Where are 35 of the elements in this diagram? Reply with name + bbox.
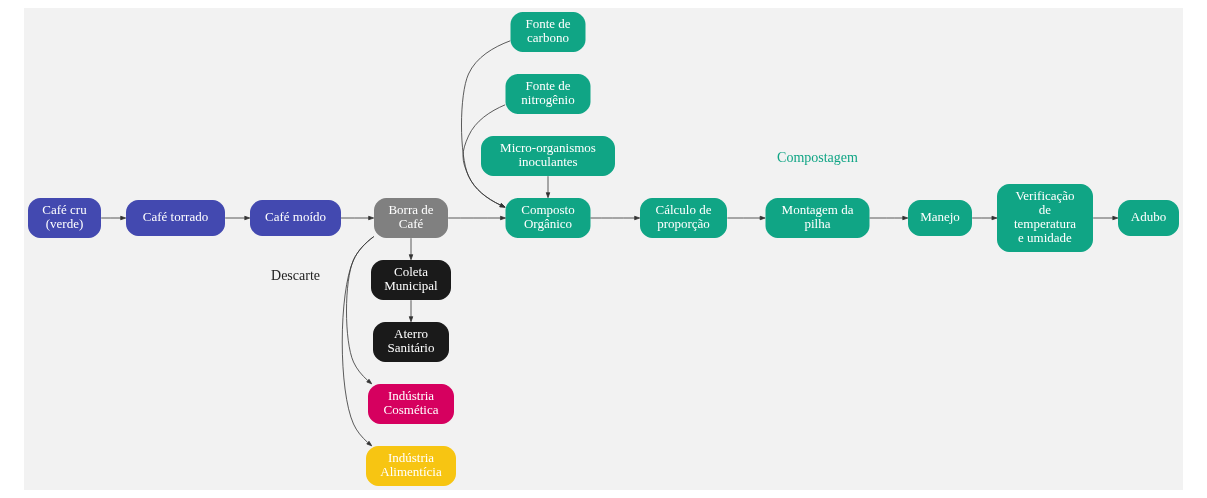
label: Compostagem [777,149,858,165]
node-box: Verificação de temperatura e umidade [997,184,1093,252]
arrow [341,236,375,447]
arrow [224,215,251,221]
arrow [726,215,766,221]
node-box: Café torrado [126,200,225,236]
arrow [408,299,414,323]
arrow [100,215,127,221]
node-box: Micro-organismos inoculantes [481,136,615,176]
arrow [869,215,909,221]
arrow [1092,215,1119,221]
arrow [340,215,375,221]
arrow [590,215,641,221]
label: Descarte [271,267,320,283]
node-box: Indústria Cosmética [368,384,454,424]
node-box: Fonte de nitrogênio [505,74,591,114]
node-box: Indústria Alimentícia [366,446,456,486]
node-box: Coleta Municipal [371,260,451,300]
node-box: Café cru (verde) [28,198,101,238]
arrow [462,104,506,208]
arrow [971,215,998,221]
node-box: Borra de Café [374,198,448,238]
arrow [346,236,375,385]
node-box: Montagem da pilha [765,198,870,238]
node-box: Aterro Sanitário [373,322,449,362]
node-box: Café moído [250,200,341,236]
arrow [461,40,511,208]
node-box: Composto Orgânico [505,198,591,238]
node-box: Manejo [908,200,972,236]
arrow [408,237,414,261]
arrow [545,175,551,199]
node-box: Fonte de carbono [510,12,586,52]
arrow [447,215,506,221]
node-box: Cálculo de proporção [640,198,727,238]
node-box: Adubo [1118,200,1179,236]
